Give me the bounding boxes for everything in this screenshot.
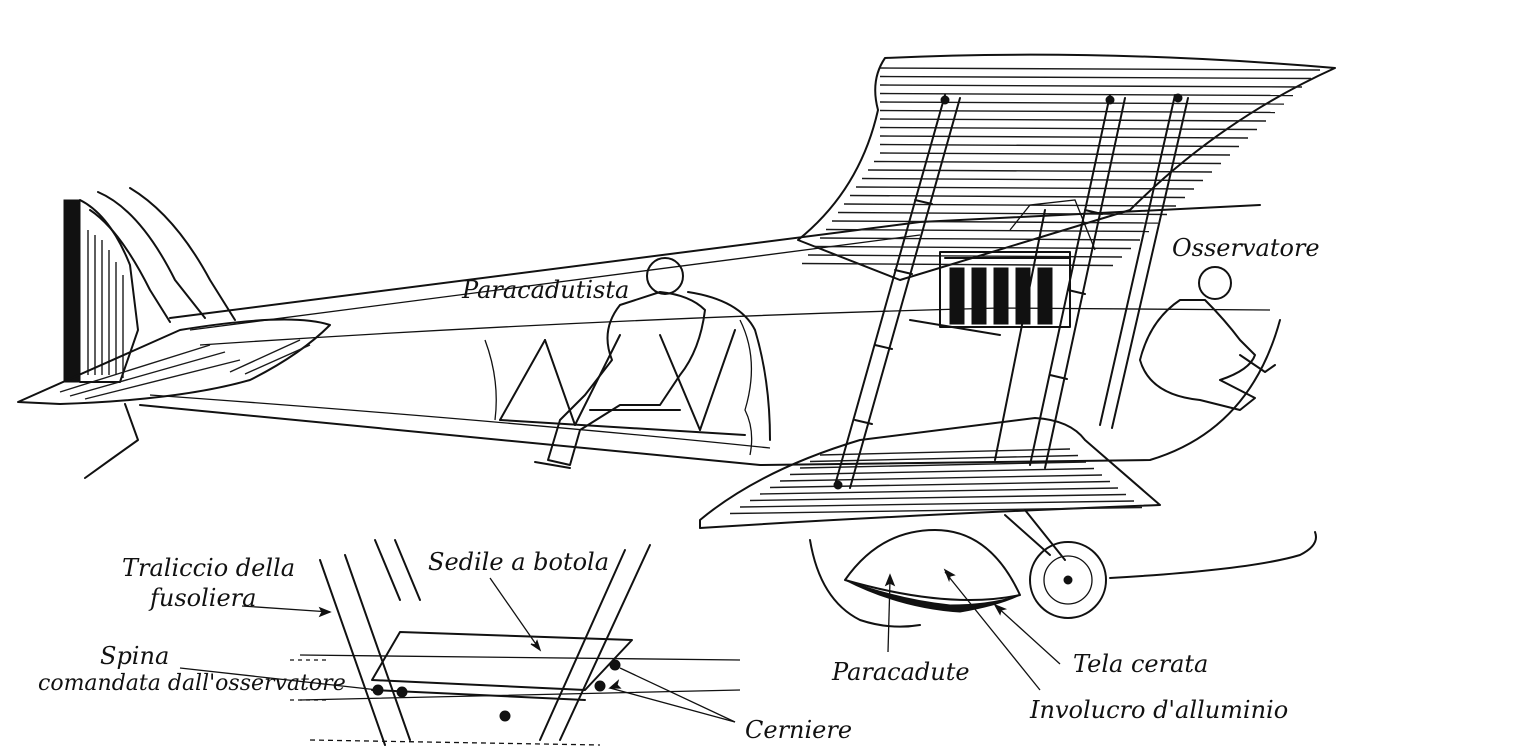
upper-wing-ribs: [801, 67, 1321, 267]
upper-wing-rib: [879, 135, 1249, 139]
labels: Paracadutista Osservatore Traliccio dell…: [38, 234, 1320, 744]
lower-wing-outline: [699, 417, 1161, 529]
upper-wing-rib: [831, 220, 1159, 224]
tail-fin-3: [89, 209, 171, 323]
upper-wing-rib: [879, 92, 1294, 97]
parachutist-figure: [534, 257, 771, 469]
engine: [909, 199, 1096, 336]
upper-wing-rib: [801, 262, 1114, 267]
lower-wing-rib: [759, 487, 1119, 495]
rudder-edge: [63, 199, 81, 383]
label-spina-2: comandata dall'osservatore: [38, 671, 346, 696]
tail-fin-2: [129, 187, 236, 321]
upper-wing-rib: [861, 177, 1204, 182]
upper-wing-rib: [879, 84, 1303, 88]
wheel: [1029, 541, 1107, 619]
upper-wing-rib: [879, 67, 1321, 71]
label-sedile: Sedile a botola: [428, 548, 609, 576]
upper-wing-rib: [813, 245, 1132, 250]
upper-wing-rib: [879, 152, 1231, 156]
tail-assembly: [17, 187, 331, 479]
rudder-hatching: [87, 230, 124, 378]
engine-block: [939, 251, 1071, 328]
oilcloth: [844, 579, 1021, 613]
cutaway-edge: [484, 319, 753, 456]
upper-wing-rib: [825, 228, 1150, 233]
upper-wing-rib: [873, 160, 1222, 165]
upper-wing-outline: [797, 53, 1336, 281]
lower-wing-rib: [789, 467, 1095, 476]
label-tela: Tela cerata: [1073, 650, 1208, 678]
lower-wing-rib: [799, 461, 1087, 469]
engine-cylinders: [949, 267, 1053, 325]
lower-wing-rib: [769, 480, 1111, 489]
upper-wing-rib: [879, 109, 1276, 114]
upper-wing-rib: [879, 75, 1312, 80]
fuselage-top-2: [189, 234, 921, 331]
upper-wing-rib: [849, 194, 1186, 199]
label-involucro: Involucro d'alluminio: [1029, 696, 1288, 724]
label-spina-1: Spina: [100, 642, 169, 670]
upper-wing: [797, 53, 1336, 281]
lower-wing-rib: [749, 493, 1127, 502]
lower-wing-rib: [819, 448, 1071, 456]
label-paracadutista: Paracadutista: [461, 276, 629, 304]
label-traliccio-1: Traliccio della: [122, 554, 295, 582]
upper-wing-rib: [819, 237, 1141, 241]
lower-wing-rib: [809, 454, 1079, 463]
label-traliccio-2: fusoliera: [148, 584, 256, 612]
upper-wing-rib: [879, 126, 1258, 131]
upper-wing-rib: [879, 118, 1267, 122]
tail-skid: [84, 403, 139, 479]
trapdoor-seat: [371, 631, 633, 691]
stabilizer-hatching: [59, 339, 311, 400]
upper-wing-rib: [837, 211, 1168, 216]
label-paracadute: Paracadute: [831, 658, 970, 686]
upper-wing-rib: [879, 143, 1240, 148]
skid: [1109, 531, 1317, 579]
label-osservatore: Osservatore: [1172, 234, 1320, 262]
lower-wing-rib: [739, 500, 1135, 508]
leader-lines: [179, 568, 1061, 723]
fuselage-truss: [499, 329, 746, 436]
upper-wing-rib: [867, 169, 1213, 173]
lower-wing: [699, 417, 1161, 529]
upper-wing-rib: [843, 203, 1177, 207]
parachute-container: [809, 529, 1021, 628]
lower-wing-ribs: [729, 448, 1143, 515]
upper-wing-rib: [879, 101, 1285, 105]
landing-gear: [1004, 509, 1317, 619]
label-cerniere: Cerniere: [745, 716, 852, 744]
lower-wing-rib: [729, 506, 1143, 515]
tail-fin-1: [97, 191, 206, 319]
aluminium-shell: [844, 529, 1021, 601]
upper-wing-rib: [855, 186, 1195, 190]
lower-wing-rib: [779, 474, 1103, 482]
fuselage-bottom: [139, 319, 1281, 466]
fuselage-bottom-2: [149, 394, 771, 449]
fuselage-mid: [199, 307, 1271, 346]
observer-figure: [1139, 266, 1276, 411]
fuselage: [139, 204, 1281, 466]
